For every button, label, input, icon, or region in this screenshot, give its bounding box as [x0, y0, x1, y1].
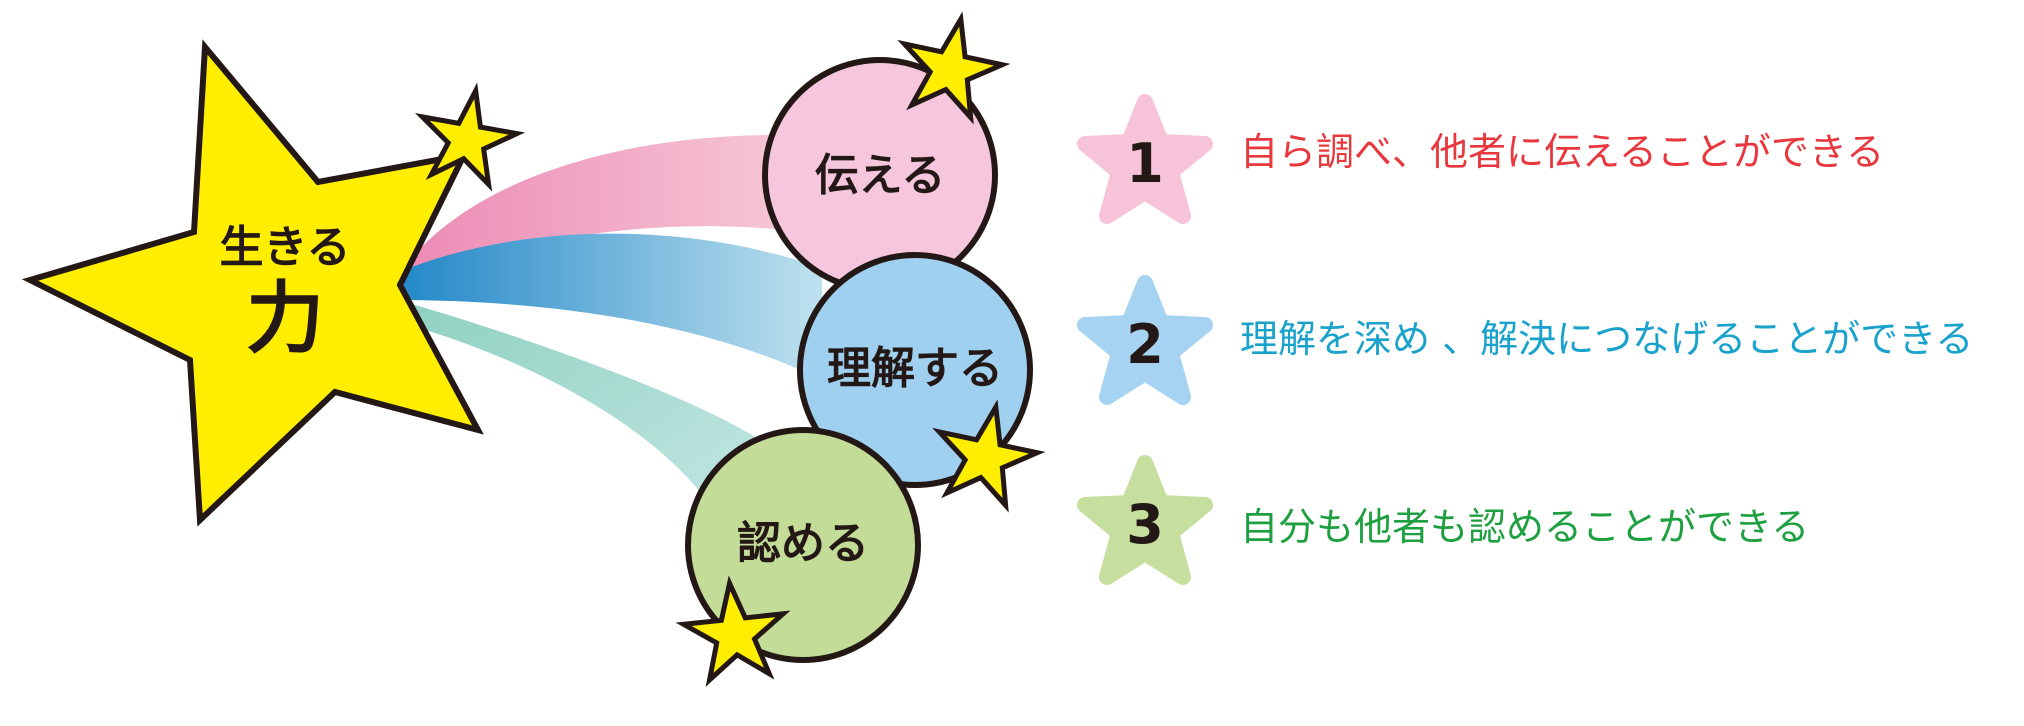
- item-text: 自分も他者も認めることができる: [1240, 505, 1809, 549]
- item-text: 自ら調べ、他者に伝えることができる: [1240, 130, 1884, 174]
- number-star-icon: [1077, 94, 1213, 224]
- number-label: 2: [1126, 313, 1164, 376]
- list-item-3: 3 自分も他者も認めることができる: [1077, 455, 1809, 585]
- circle-rikai-label: 理解する: [827, 343, 1003, 394]
- main-star-line2: 力: [246, 274, 324, 364]
- small-star-icon: [932, 399, 1046, 513]
- circle-mitomeru-label: 認める: [737, 518, 869, 569]
- small-star-icon: [897, 11, 1011, 125]
- number-label: 1: [1126, 132, 1164, 195]
- number-star-icon: [1077, 455, 1213, 585]
- circle-mitomeru: 認める: [685, 427, 921, 663]
- item-text: 理解を深め 、解決につなげることができる: [1240, 317, 1973, 361]
- small-star-icon: [414, 82, 526, 192]
- main-star-line1: 生きる: [219, 222, 350, 273]
- ribbon-blue: [392, 233, 822, 380]
- circle-tsutaeru: 伝える: [762, 57, 998, 293]
- main-star: [21, 39, 484, 527]
- number-label: 3: [1126, 493, 1164, 556]
- number-star-icon: [1077, 275, 1213, 405]
- list-item-1: 1 自ら調べ、他者に伝えることができる: [1077, 94, 1884, 224]
- list-item-2: 2 理解を深め 、解決につなげることができる: [1077, 275, 1973, 405]
- circle-tsutaeru-label: 伝える: [815, 150, 946, 201]
- circle-rikai: 理解する: [797, 252, 1033, 488]
- small-star-icon: [675, 575, 791, 687]
